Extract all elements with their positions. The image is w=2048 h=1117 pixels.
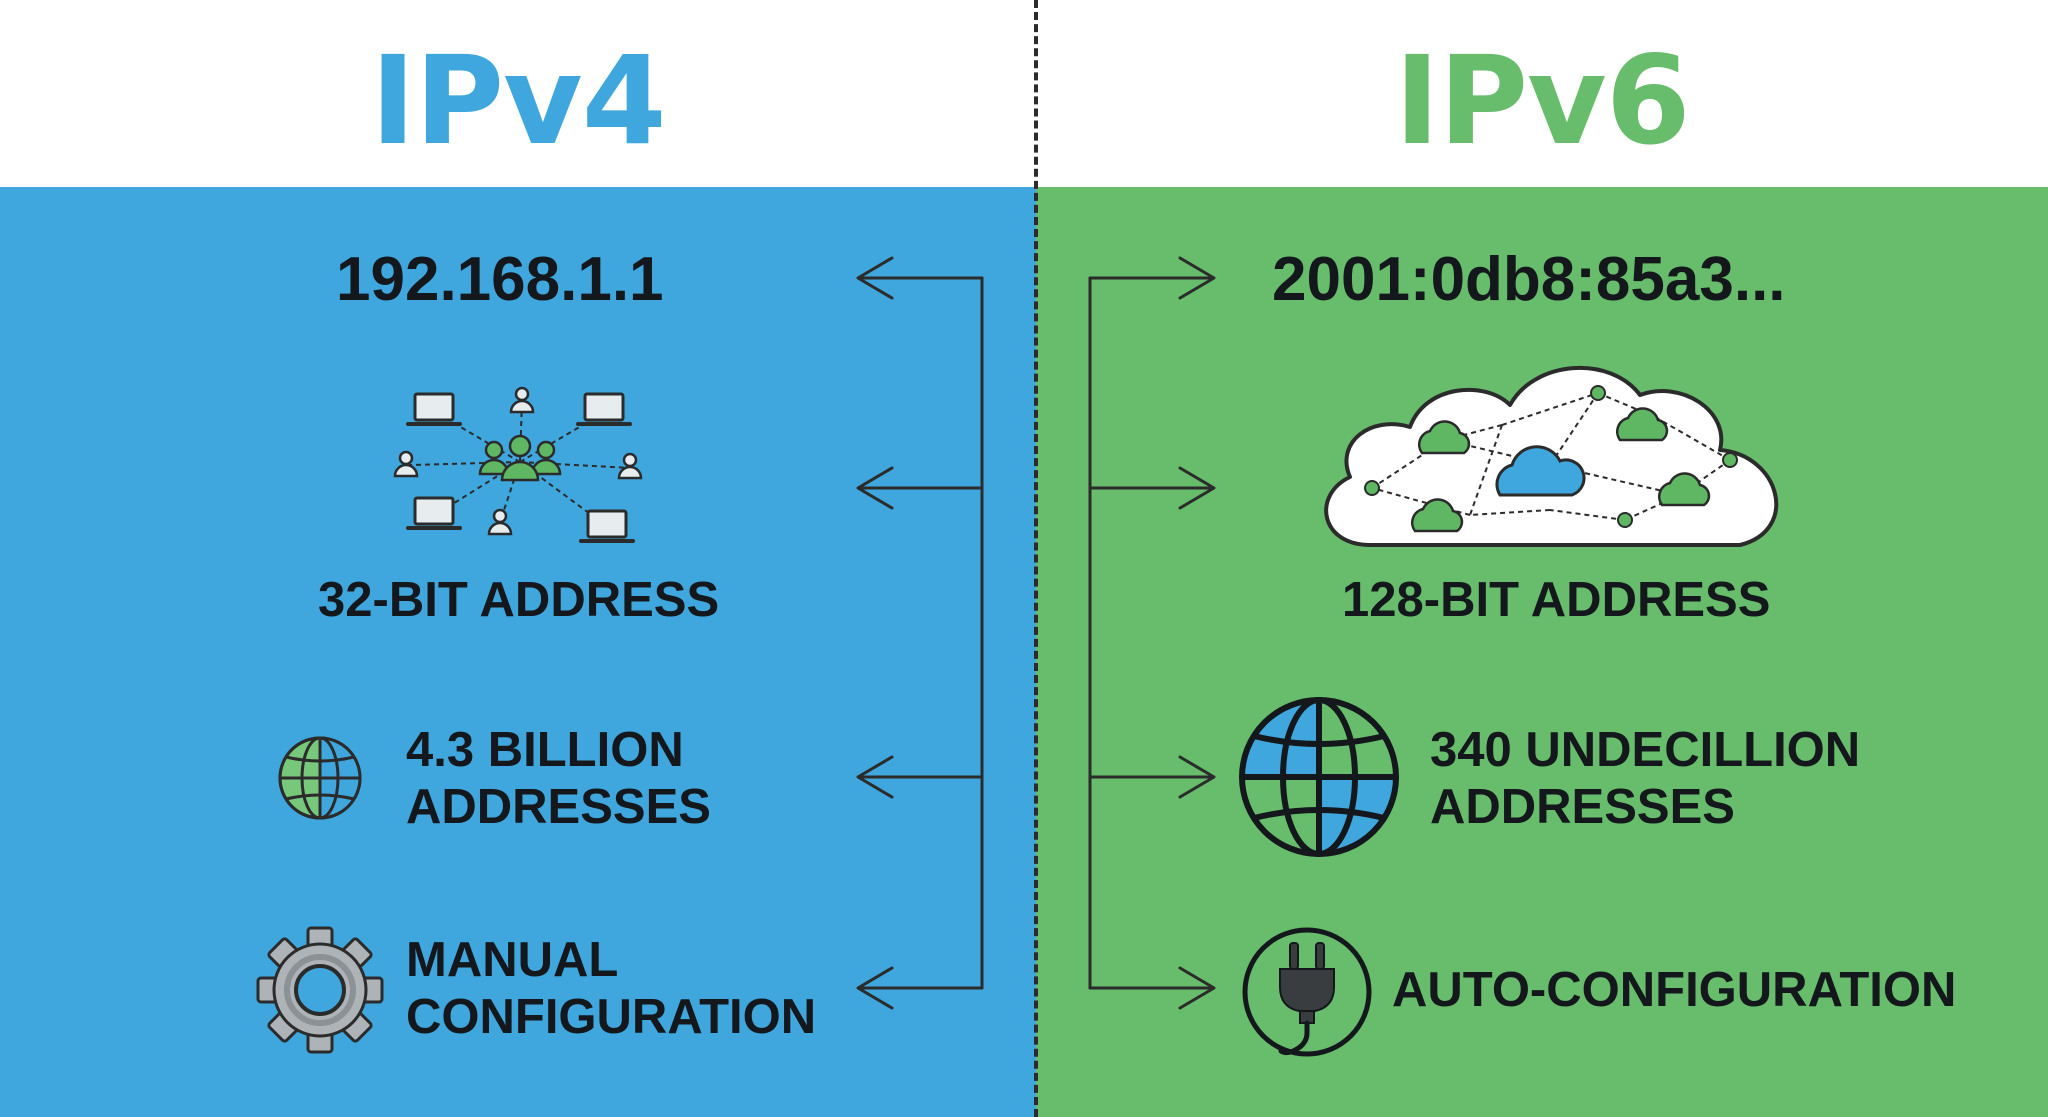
ipv6-configuration: AUTO-CONFIGURATION <box>1392 963 1957 1017</box>
ipv4-panel <box>0 187 1036 1117</box>
ipv6-address-count-line2: ADDRESSES <box>1430 780 1735 834</box>
ipv4-arrow-head <box>856 966 894 1010</box>
center-divider <box>1034 0 1038 1117</box>
ipv6-address-count-line1: 340 UNDECILLION <box>1430 723 1861 777</box>
plug-icon <box>1242 927 1372 1057</box>
ipv4-configuration: MANUAL CONFIGURATION <box>406 932 816 1046</box>
network-nodes-icon <box>393 386 643 543</box>
ipv4-address-size: 32-BIT ADDRESS <box>318 573 720 627</box>
globe-icon <box>278 736 362 820</box>
ipv4-arrow-head <box>856 256 894 300</box>
ipv4-title: IPv4 <box>370 30 666 172</box>
ipv4-arrow-head <box>856 755 894 799</box>
ipv4-example-address: 192.168.1.1 <box>336 245 664 314</box>
globe-icon <box>1239 697 1399 857</box>
ipv4-configuration-line2: CONFIGURATION <box>406 990 817 1044</box>
ipv4-configuration-line1: MANUAL <box>406 933 619 987</box>
ipv4-address-count-line1: 4.3 BILLION <box>406 723 684 777</box>
ipv6-panel <box>1036 187 2048 1117</box>
ipv4-arrow-head <box>856 466 894 510</box>
ipv6-arrow-head <box>1178 256 1216 300</box>
cloud-network-icon <box>1324 365 1779 547</box>
ipv6-example-address: 2001:0db8:85a3... <box>1272 245 1786 314</box>
ipv6-arrow-head <box>1178 755 1216 799</box>
ipv6-address-size: 128-BIT ADDRESS <box>1342 573 1771 627</box>
header <box>0 0 2048 187</box>
ipv6-arrow-head <box>1178 966 1216 1010</box>
ipv6-title: IPv6 <box>1394 30 1690 172</box>
gear-icon <box>256 926 384 1054</box>
ipv4-address-count-line2: ADDRESSES <box>406 780 711 834</box>
ipv6-address-count: 340 UNDECILLION ADDRESSES <box>1430 722 1860 836</box>
ipv4-address-count: 4.3 BILLION ADDRESSES <box>406 722 711 836</box>
ipv6-arrow-head <box>1178 466 1216 510</box>
